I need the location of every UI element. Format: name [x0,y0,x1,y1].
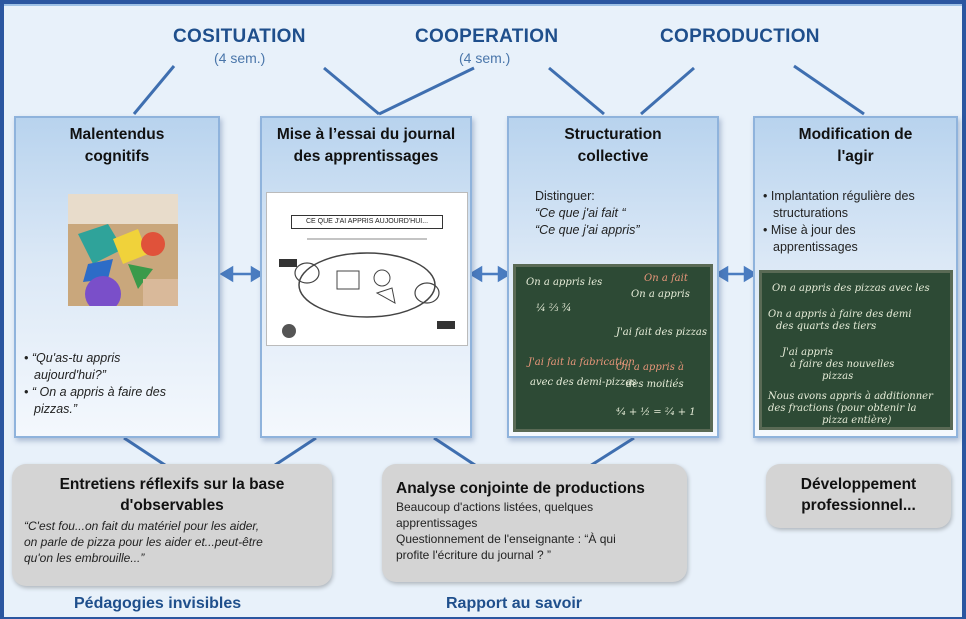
bullet-item: structurations [773,206,849,220]
box-developpement: Développement professionnel... [766,464,951,528]
phase-cooperation: COOPERATION [415,26,559,47]
developpement-title: Développement [800,476,917,493]
box-journal: Mise à l’essai du journal des apprentiss… [260,116,472,438]
title-line: Structuration [564,126,662,143]
phase-cosituation: COSITUATION [173,26,306,47]
quote-item: • “Qu'as-tu appris [24,351,121,365]
entretiens-quote: qu'on les embrouille...” [24,551,145,565]
box-structuration: Structuration collective Distinguer: “Ce… [507,116,719,438]
title-line: collective [577,148,649,165]
entretiens-title: Entretiens réflexifs sur la base [59,476,285,493]
chalk-scribble: On a fait [644,273,688,284]
note-label: Distinguer: [535,189,595,203]
quote-item: • “ On a appris à faire des [24,385,166,399]
chalk-scribble: pizzas [822,371,854,382]
box-modification-title: Modification de l'agir [755,124,956,168]
chalk-scribble: On a appris des pizzas avec les [772,283,930,294]
entretiens-quote: “C'est fou...on fait du matériel pour le… [24,519,260,533]
chalk-scribble: Nous avons appris à additionner [768,391,933,402]
chalk-scribble: On a appris à [616,362,684,373]
chalk-scribble: On a appris à faire des demi [768,309,912,320]
title-line: Mise à l’essai du journal [276,126,456,143]
bullet-item: apprentissages [773,240,858,254]
chalk-scribble: On a appris [631,289,690,300]
diagram-canvas: COSITUATION (4 sem.) COOPERATION (4 sem.… [4,4,962,617]
title-line: des apprentissages [293,148,439,165]
analyse-text: profite l'écriture du journal ? ” [396,548,552,562]
bullet-text: Mise à jour des [770,223,856,237]
chalk-scribble: J'ai fait la fabrication [528,357,635,368]
box-modification: Modification de l'agir • Implantation ré… [753,116,958,438]
entretiens-title: d'observables [120,497,224,514]
box-malentendus: Malentendus cognitifs • “Qu'as-tu appris… [14,116,220,438]
phase-coproduction: COPRODUCTION [660,26,820,47]
analyse-text: Questionnement de l'enseignante : “À qui [396,532,616,546]
quote-item: pizzas.” [34,402,78,416]
title-line: Malentendus [69,126,165,143]
chalk-scribble: pizza entière) [822,415,892,426]
chalk-scribble: des quarts des tiers [776,321,877,332]
analyse-text: Beaucoup d'actions listées, quelques [396,500,594,514]
title-line: cognitifs [84,148,150,165]
chalk-scribble: ⁴⁄₄ + ½ = ²⁄₄ + 1 [616,407,696,418]
phase-duration-cosituation: (4 sem.) [214,50,266,66]
chalkboard-image: On a appris les On a fait On a appris ¼ … [513,264,713,432]
journal-sheet-image: CE QUE J'AI APPRIS AUJOURD'HUI... [266,192,468,346]
box-malentendus-title: Malentendus cognitifs [16,124,218,168]
journal-sketch [279,238,455,338]
quote-text: “ On a appris à faire des [31,385,166,399]
chalk-scribble: à faire des nouvelles [790,359,895,370]
modification-bullets: • Implantation régulière des structurati… [763,188,958,256]
analyse-text: apprentissages [396,516,478,530]
bullet-item: • Implantation régulière des [763,189,915,203]
chalk-scribble: On a appris les [526,277,603,288]
entretiens-quote: on parle de pizza pour les aider et...pe… [24,535,263,549]
analyse-title: Analyse conjointe de productions [396,480,645,497]
quote-list: • “Qu'as-tu appris aujourd'hui?” • “ On … [24,350,214,418]
chalk-scribble: avec des demi-pizzas [530,377,637,388]
developpement-title: professionnel... [801,497,916,514]
chalk-scribble: J'ai appris [782,347,833,358]
bullet-item: • Mise à jour des [763,223,856,237]
chalkboard-image: On a appris des pizzas avec les On a app… [759,270,953,430]
quote-item: aujourd'hui?” [34,368,106,382]
chalk-scribble: J'ai fait des pizzas [616,327,708,338]
quote-text: “Qu'as-tu appris [31,351,121,365]
chalk-scribble: des fractions (pour obtenir la [768,403,917,414]
chalk-scribble: des moitiés [626,379,684,390]
classroom-photo [68,194,178,306]
box-analyse: Analyse conjointe de productions Beaucou… [382,464,687,582]
footer-pedagogies: Pédagogies invisibles [74,595,242,612]
structuration-note: Distinguer: “Ce que j'ai fait “ “Ce que … [535,188,640,239]
title-line: l'agir [837,148,874,165]
bullet-text: Implantation régulière des [770,189,915,203]
box-entretiens: Entretiens réflexifs sur la base d'obser… [12,464,332,586]
box-journal-title: Mise à l’essai du journal des apprentiss… [262,124,470,168]
note-appris: “Ce que j'ai appris” [535,223,640,237]
chalk-scribble: ¼ ⅔ ¾ [536,303,572,314]
phase-duration-cooperation: (4 sem.) [459,50,511,66]
box-structuration-title: Structuration collective [509,124,717,168]
footer-rapport: Rapport au savoir [446,595,583,612]
note-fait: “Ce que j'ai fait “ [535,206,626,220]
journal-sheet-header: CE QUE J'AI APPRIS AUJOURD'HUI... [291,215,443,229]
connector-lines [123,64,865,473]
title-line: Modification de [798,126,913,143]
